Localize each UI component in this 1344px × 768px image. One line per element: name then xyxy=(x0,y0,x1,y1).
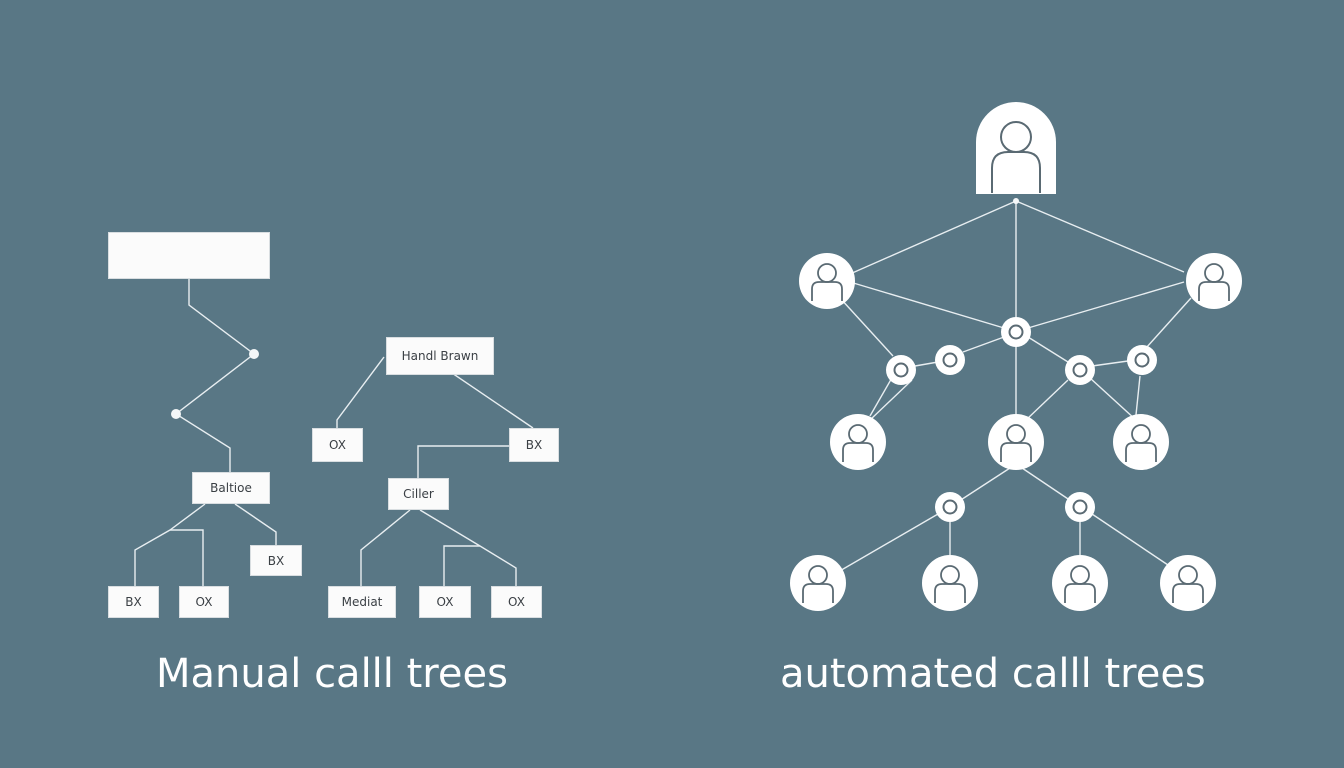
person-icon xyxy=(1052,555,1108,611)
bx-box: BX xyxy=(250,545,302,576)
relay-nodes xyxy=(886,317,1157,522)
root-card xyxy=(976,102,1056,194)
connector xyxy=(360,509,411,586)
connector xyxy=(417,445,513,478)
relay-node-icon xyxy=(1001,317,1031,347)
person-icon xyxy=(922,555,978,611)
manual-connectors xyxy=(134,279,534,586)
connector xyxy=(443,545,480,586)
connector xyxy=(234,503,277,545)
bx-box: BX xyxy=(108,586,159,618)
manual-junctions xyxy=(171,349,259,419)
manual-root-box xyxy=(108,232,270,279)
person-icon xyxy=(1113,414,1169,470)
connector xyxy=(419,509,517,586)
baltioe-box: Baltioe xyxy=(192,472,270,504)
person-icon xyxy=(991,121,1041,193)
person-nodes xyxy=(790,253,1242,611)
connector xyxy=(174,279,256,472)
person-icon xyxy=(988,414,1044,470)
connector xyxy=(336,356,385,428)
person-icon xyxy=(790,555,846,611)
relay-node-icon xyxy=(1065,355,1095,385)
junction-dot xyxy=(249,349,259,359)
ok-box: OX xyxy=(491,586,542,618)
relay-node-icon xyxy=(1127,345,1157,375)
person-icon xyxy=(830,414,886,470)
mediat-box: Mediat xyxy=(328,586,396,618)
automated-caption: automated calll trees xyxy=(780,651,1206,697)
relay-node-icon xyxy=(935,492,965,522)
root-person-node xyxy=(976,102,1056,194)
caller-box: Ciller xyxy=(388,478,449,510)
person-icon xyxy=(1186,253,1242,309)
junction-dot xyxy=(171,409,181,419)
relay-node-icon xyxy=(935,345,965,375)
relay-node-icon xyxy=(1065,492,1095,522)
automated-connectors xyxy=(837,200,1192,573)
handl-brawn-box: Handl Brawn xyxy=(386,337,494,375)
connector xyxy=(170,529,204,586)
person-icon xyxy=(799,253,855,309)
root-junction-dot xyxy=(1013,198,1019,204)
ok-box: OX xyxy=(179,586,229,618)
ok-box: OX xyxy=(419,586,471,618)
connector xyxy=(134,503,206,586)
relay-node-icon xyxy=(886,355,916,385)
ok-box: OX xyxy=(312,428,363,462)
person-icon xyxy=(1160,555,1216,611)
manual-caption: Manual calll trees xyxy=(156,651,508,697)
connector xyxy=(451,372,534,429)
bx-box: BX xyxy=(509,428,559,462)
